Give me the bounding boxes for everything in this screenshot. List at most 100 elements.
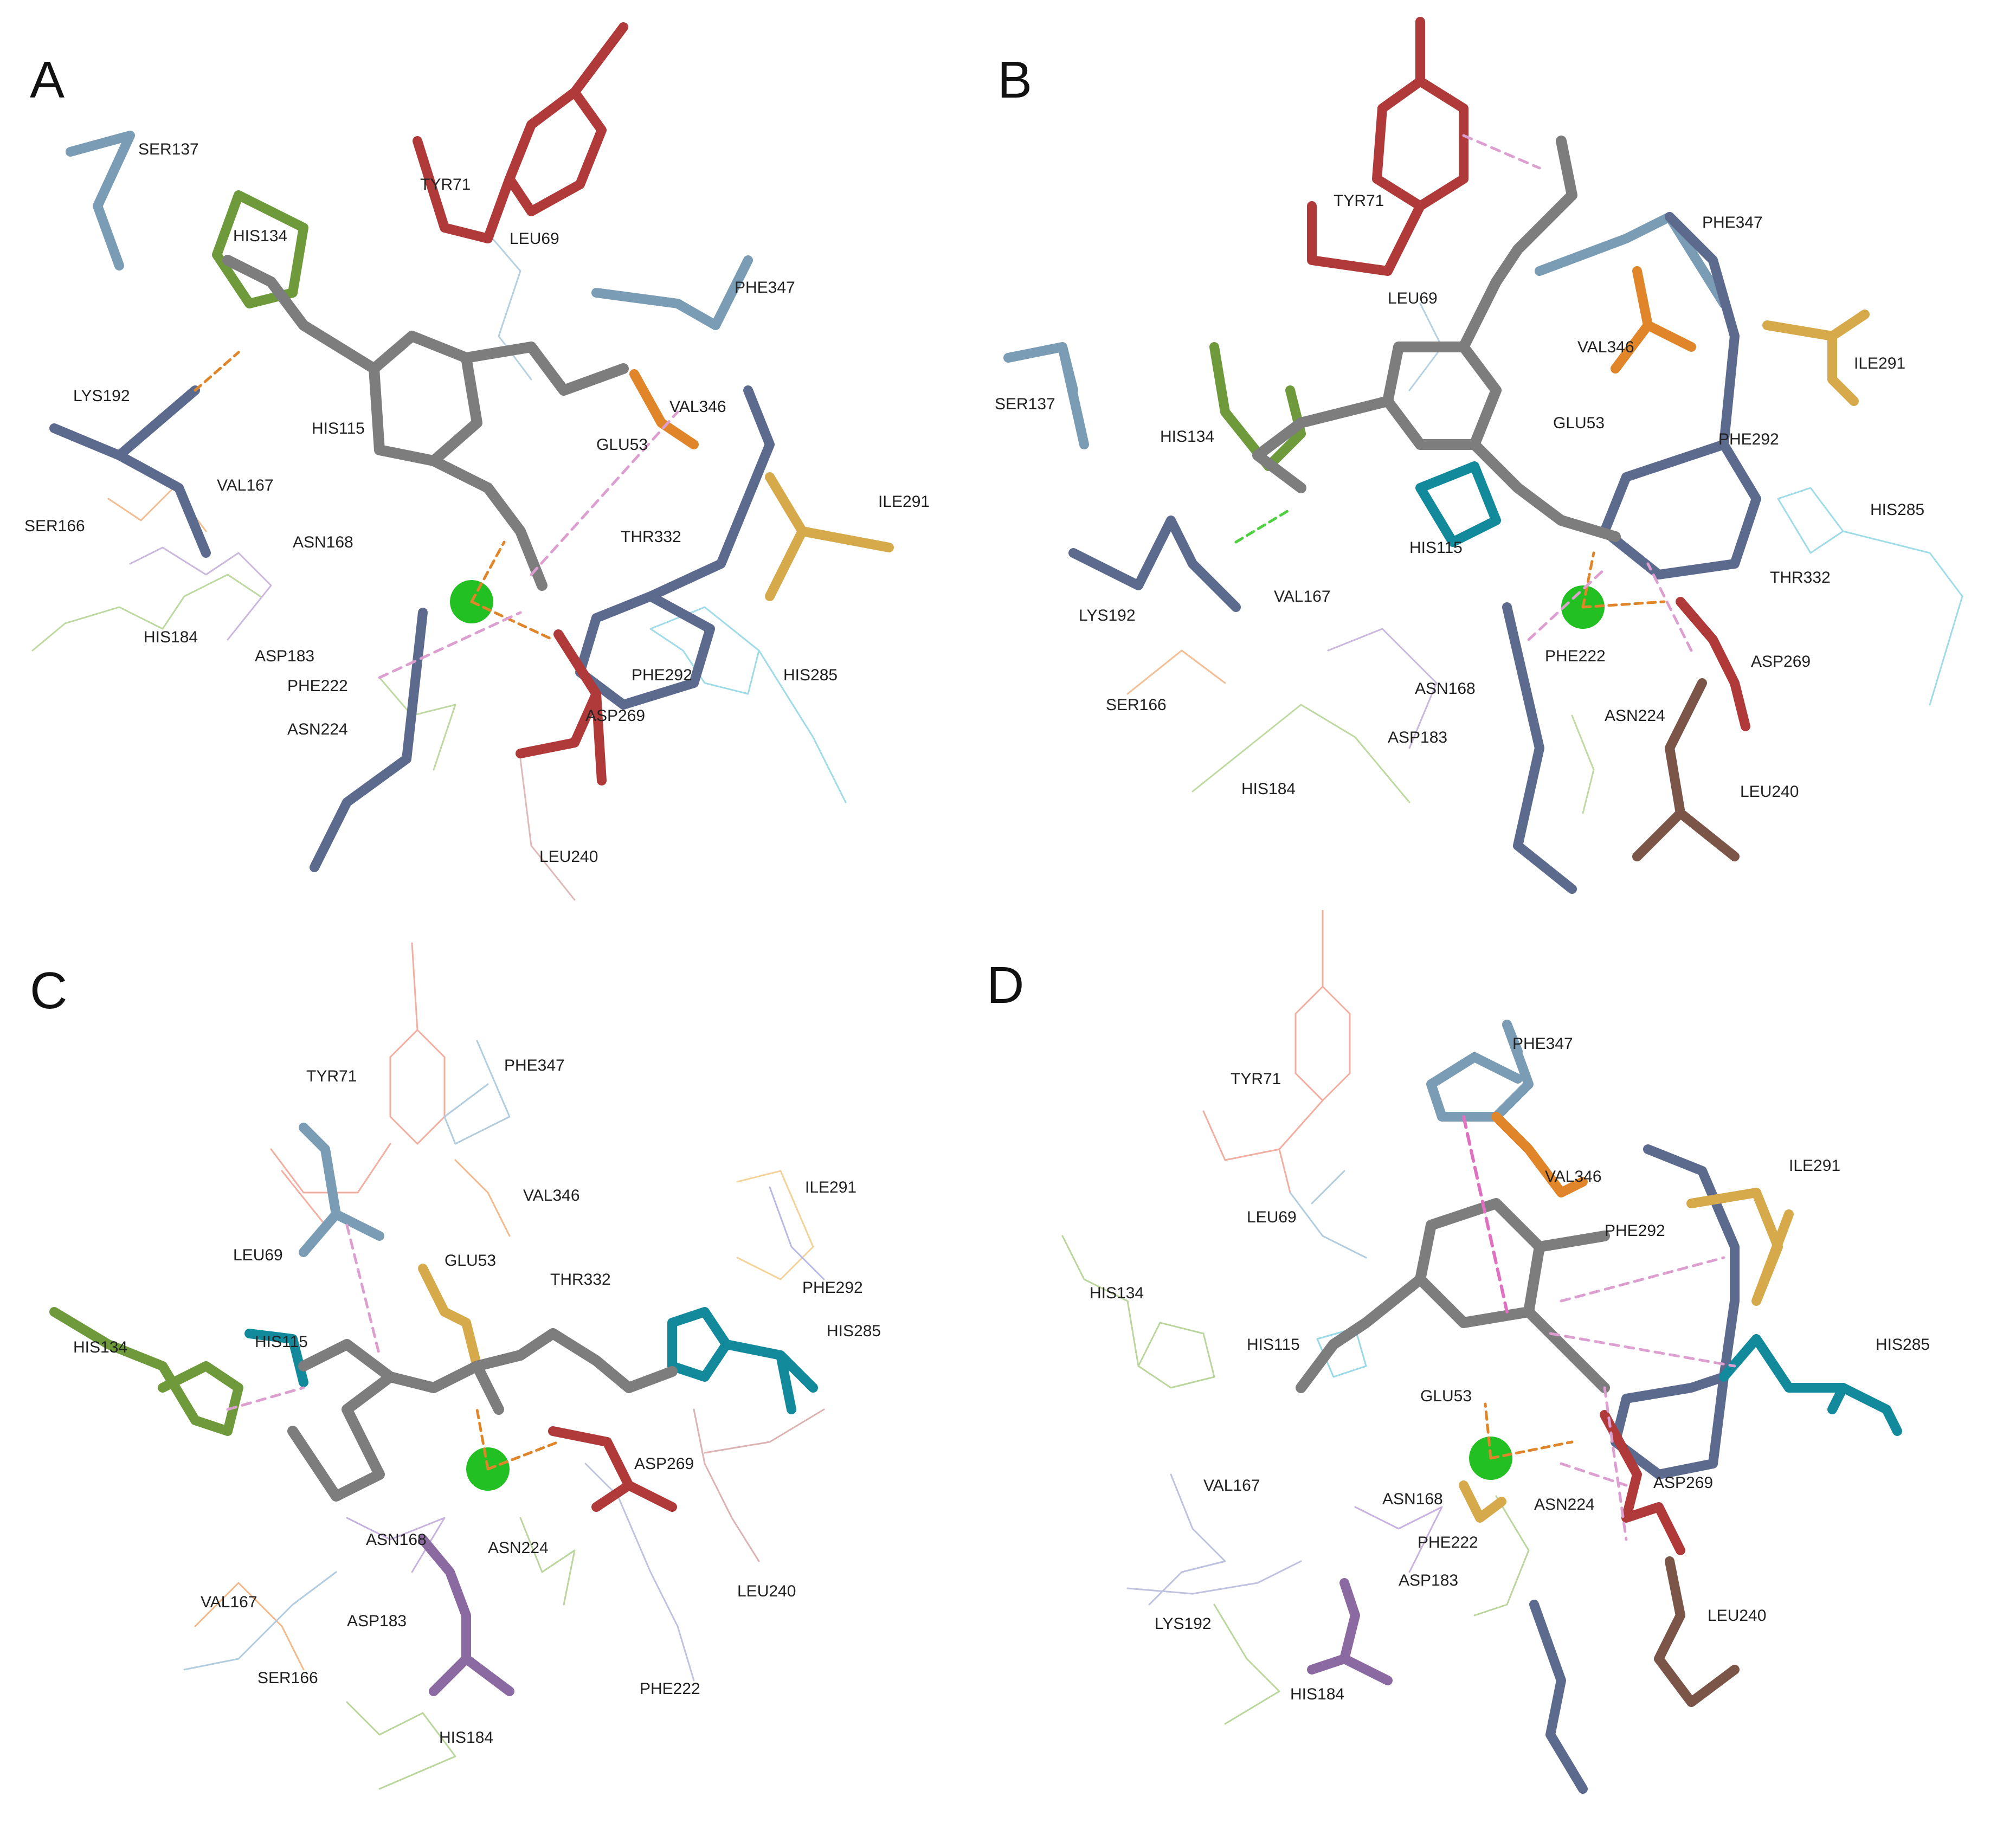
label-phe222: PHE222 xyxy=(640,1680,700,1698)
label-asp269: ASP269 xyxy=(634,1455,694,1473)
label-glu53: GLU53 xyxy=(445,1252,496,1270)
label-his184: HIS184 xyxy=(144,628,198,646)
label-phe347: PHE347 xyxy=(1702,214,1763,231)
label-val346: VAL346 xyxy=(1577,338,1634,356)
label-asp183: ASP183 xyxy=(347,1612,407,1630)
label-val346: VAL346 xyxy=(1545,1168,1602,1186)
label-phe222: PHE222 xyxy=(1545,647,1606,665)
label-asp183: ASP183 xyxy=(1388,729,1447,746)
label-phe292: PHE292 xyxy=(1718,430,1779,448)
label-asn168: ASN168 xyxy=(293,533,353,551)
label-ser166: SER166 xyxy=(1106,696,1167,714)
label-asp269: ASP269 xyxy=(1653,1474,1713,1492)
label-asn168: ASN168 xyxy=(1382,1490,1443,1508)
label-asp269: ASP269 xyxy=(1751,653,1811,671)
label-phe222: PHE222 xyxy=(1418,1534,1478,1551)
label-his285: HIS285 xyxy=(1876,1336,1930,1354)
label-asn168: ASN168 xyxy=(1415,680,1476,698)
label-his184: HIS184 xyxy=(1290,1685,1344,1703)
label-his184: HIS184 xyxy=(1241,780,1296,798)
panel-b-residue-labels: TYR71 PHE347 LEU69 SER137 VAL346 ILE291 … xyxy=(995,192,1924,801)
label-phe347: PHE347 xyxy=(504,1057,565,1074)
label-asp183: ASP183 xyxy=(1399,1572,1458,1589)
label-tyr71: TYR71 xyxy=(306,1067,357,1085)
panel-a-structure xyxy=(31,22,894,901)
panel-c-letter: C xyxy=(30,962,67,1020)
label-his285: HIS285 xyxy=(1870,501,1924,519)
label-thr332: THR332 xyxy=(550,1271,611,1289)
label-leu69: LEU69 xyxy=(233,1246,283,1264)
label-his115: HIS115 xyxy=(312,420,365,437)
label-his134: HIS134 xyxy=(73,1338,127,1356)
label-his184: HIS184 xyxy=(439,1729,493,1747)
panel-b-structure xyxy=(1003,17,1963,894)
label-glu53: GLU53 xyxy=(596,436,648,454)
label-val167: VAL167 xyxy=(217,476,274,494)
label-leu69: LEU69 xyxy=(1247,1208,1297,1226)
label-leu240: LEU240 xyxy=(1708,1607,1766,1625)
panel-d: D xyxy=(987,910,1930,1794)
label-asn168: ASN168 xyxy=(366,1531,427,1549)
label-phe292: PHE292 xyxy=(1605,1222,1665,1240)
label-ile291: ILE291 xyxy=(878,493,930,511)
label-leu69: LEU69 xyxy=(510,230,559,248)
label-lys192: LYS192 xyxy=(73,387,130,405)
label-leu240: LEU240 xyxy=(1740,783,1799,801)
panel-b: B xyxy=(995,17,1963,894)
label-val346: VAL346 xyxy=(669,398,726,416)
panel-a: A xyxy=(24,22,930,901)
label-ile291: ILE291 xyxy=(1789,1157,1840,1175)
label-phe222: PHE222 xyxy=(287,677,348,695)
panel-d-residue-labels: PHE347 TYR71 VAL346 ILE291 LEU69 PHE292 … xyxy=(1090,1035,1930,1703)
label-his285: HIS285 xyxy=(783,666,838,684)
label-his134: HIS134 xyxy=(1160,428,1214,446)
label-asp269: ASP269 xyxy=(585,707,645,725)
label-his115: HIS115 xyxy=(255,1333,308,1351)
panel-a-residue-labels: SER137 TYR71 HIS134 LEU69 PHE347 LYS192 … xyxy=(24,140,930,866)
label-val167: VAL167 xyxy=(1203,1477,1260,1495)
label-ser166: SER166 xyxy=(257,1669,318,1687)
panel-d-structure xyxy=(1061,910,1902,1794)
label-thr332: THR332 xyxy=(621,528,681,546)
label-ile291: ILE291 xyxy=(1854,355,1905,372)
panel-c-residue-labels: TYR71 PHE347 VAL346 ILE291 LEU69 GLU53 T… xyxy=(73,1057,881,1747)
panel-c-structure xyxy=(49,942,825,1790)
label-his115: HIS115 xyxy=(1247,1336,1300,1354)
label-asn224: ASN224 xyxy=(287,720,348,738)
label-asn224: ASN224 xyxy=(1605,707,1665,725)
label-leu69: LEU69 xyxy=(1388,289,1438,307)
label-ser137: SER137 xyxy=(138,140,199,158)
label-his134: HIS134 xyxy=(1090,1284,1144,1302)
label-tyr71: TYR71 xyxy=(420,176,471,194)
label-phe292: PHE292 xyxy=(802,1279,863,1297)
label-leu240: LEU240 xyxy=(539,848,598,866)
label-ile291: ILE291 xyxy=(805,1178,856,1196)
label-val346: VAL346 xyxy=(523,1187,580,1205)
label-val167: VAL167 xyxy=(1274,588,1331,606)
label-ser166: SER166 xyxy=(24,517,85,535)
label-his285: HIS285 xyxy=(827,1322,881,1340)
label-glu53: GLU53 xyxy=(1420,1387,1472,1405)
label-glu53: GLU53 xyxy=(1553,414,1605,432)
label-asn224: ASN224 xyxy=(488,1539,549,1557)
label-phe292: PHE292 xyxy=(632,666,692,684)
panel-c: C xyxy=(30,942,881,1790)
label-asp183: ASP183 xyxy=(255,647,314,665)
label-ser137: SER137 xyxy=(995,395,1055,413)
panel-d-letter: D xyxy=(987,956,1024,1014)
label-his115: HIS115 xyxy=(1409,539,1463,557)
label-tyr71: TYR71 xyxy=(1231,1070,1281,1088)
label-tyr71: TYR71 xyxy=(1334,192,1384,210)
label-asn224: ASN224 xyxy=(1534,1496,1595,1514)
label-leu240: LEU240 xyxy=(737,1582,796,1600)
label-val167: VAL167 xyxy=(201,1593,257,1611)
label-phe347: PHE347 xyxy=(1512,1035,1573,1053)
panel-b-letter: B xyxy=(997,51,1032,109)
panel-a-letter: A xyxy=(30,51,65,109)
label-lys192: LYS192 xyxy=(1079,607,1136,624)
label-thr332: THR332 xyxy=(1770,569,1831,587)
label-lys192: LYS192 xyxy=(1155,1615,1212,1633)
label-his134: HIS134 xyxy=(233,227,287,245)
label-phe347: PHE347 xyxy=(735,279,795,297)
